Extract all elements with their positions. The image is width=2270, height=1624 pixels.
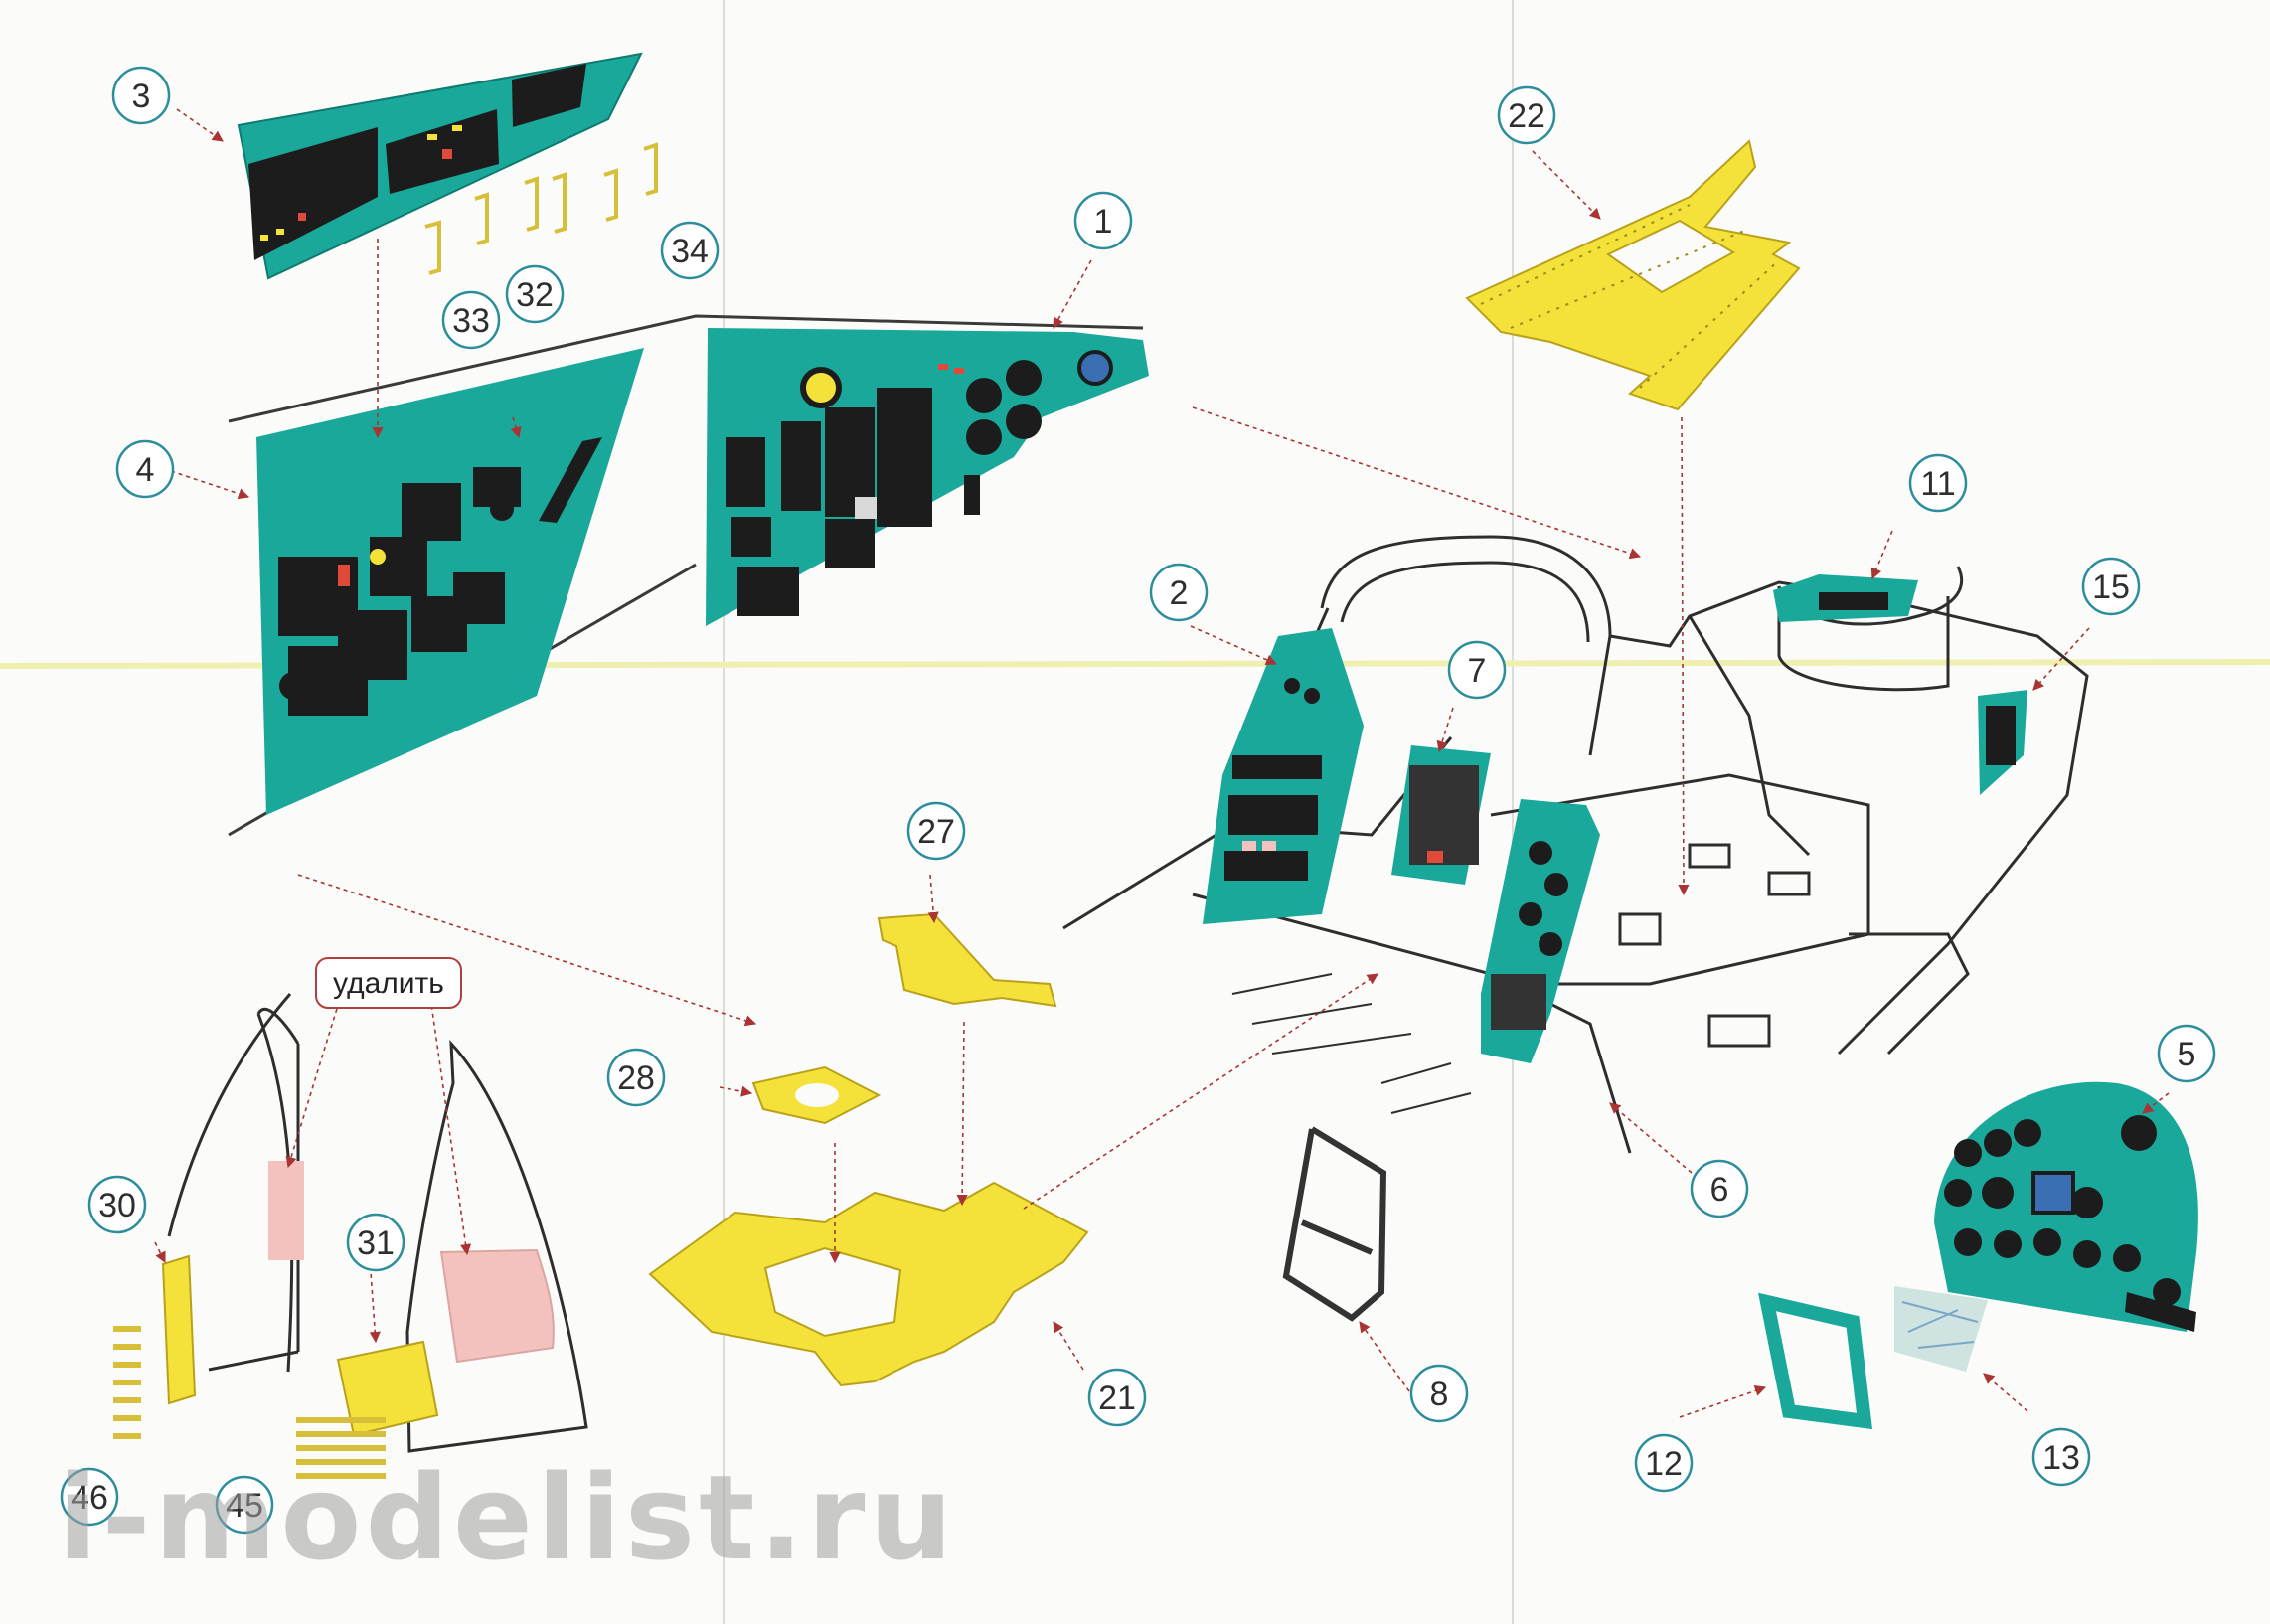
callout-number: 12: [1645, 1445, 1683, 1483]
part-21-floor: [648, 1181, 1089, 1387]
callout-33: 33: [441, 290, 501, 350]
part-8-frame: [1282, 1126, 1387, 1322]
callout-number: 3: [132, 78, 151, 115]
callout-ring: [1087, 1368, 1147, 1427]
part-13-map: [1894, 1286, 1988, 1372]
callout-27: 27: [906, 801, 966, 861]
part-27-bracket: [877, 912, 1057, 1008]
parts-32-33-34-brackets: [424, 142, 658, 275]
callout-ring: [215, 1475, 274, 1535]
callout-ring: [87, 1175, 147, 1234]
callout-ring: [2157, 1024, 2216, 1083]
callout-number: 28: [617, 1059, 655, 1097]
callout-number: 46: [71, 1479, 108, 1517]
callout-ring: [441, 290, 501, 350]
callout-5: 5: [2157, 1024, 2216, 1083]
callout-45: 45: [215, 1475, 274, 1535]
part-12-frame: [1758, 1292, 1873, 1430]
part-22-floor-plate: [1465, 139, 1801, 411]
callout-ring: [1690, 1159, 1749, 1218]
callout-number: 33: [452, 302, 490, 340]
callout-number: 6: [1710, 1171, 1729, 1209]
part-15-side-panel: [1978, 690, 2027, 795]
callout-ring: [115, 439, 175, 499]
callout-ring: [1073, 191, 1133, 250]
callout-ring: [505, 264, 565, 324]
callout-2: 2: [1149, 563, 1209, 622]
callout-46: 46: [60, 1467, 119, 1527]
callout-number: 4: [136, 451, 155, 489]
remove-label-box: удалить: [315, 957, 462, 1009]
callout-number: 13: [2042, 1439, 2080, 1477]
callout-ring: [1908, 453, 1968, 513]
part-3-upper-console: [237, 52, 643, 280]
callout-number: 5: [2178, 1036, 2196, 1073]
part-5-instrument-panel: [1934, 1081, 2198, 1332]
part-7-center-panel: [1391, 745, 1491, 885]
part-30-side-wall: [161, 993, 304, 1405]
callout-number: 27: [917, 813, 955, 851]
callout-number: 8: [1430, 1376, 1449, 1413]
callout-28: 28: [606, 1048, 666, 1107]
callout-ring: [606, 1048, 666, 1107]
callout-ring: [346, 1213, 405, 1272]
callout-number: 1: [1094, 203, 1113, 241]
callout-12: 12: [1634, 1433, 1694, 1493]
part-2-left-console: [1203, 628, 1364, 924]
callout-32: 32: [505, 264, 565, 324]
callout-31: 31: [346, 1213, 405, 1272]
callout-11: 11: [1908, 453, 1968, 513]
callout-number: 22: [1508, 97, 1545, 135]
callout-ring: [60, 1467, 119, 1527]
callout-13: 13: [2031, 1427, 2091, 1487]
watermark: i-modelist.ru: [58, 1449, 957, 1586]
remove-label: удалить: [333, 967, 444, 1000]
part-31-side-wall: [336, 1040, 588, 1453]
callout-ring: [2031, 1427, 2091, 1487]
callout-ring: [111, 66, 171, 125]
callout-6: 6: [1690, 1159, 1749, 1218]
callout-ring: [1149, 563, 1209, 622]
callout-ring: [660, 221, 720, 280]
leader-arrows: [154, 108, 2170, 1418]
callout-ring: [1634, 1433, 1694, 1493]
callout-4: 4: [115, 439, 175, 499]
callout-number: 11: [1920, 465, 1955, 503]
part-11-top-panel: [1773, 574, 1918, 622]
callout-8: 8: [1409, 1364, 1469, 1423]
parts-45-46-strips: [113, 1326, 386, 1479]
callout-21: 21: [1087, 1368, 1147, 1427]
callout-number: 21: [1098, 1380, 1136, 1417]
callout-3: 3: [111, 66, 171, 125]
callout-22: 22: [1497, 85, 1556, 145]
callout-number: 32: [516, 276, 554, 314]
part-4-left-panel: [228, 314, 1144, 837]
callout-7: 7: [1447, 640, 1507, 700]
callout-number: 31: [357, 1224, 395, 1262]
callout-number: 30: [98, 1187, 136, 1224]
callout-ring: [1497, 85, 1556, 145]
callout-number: 7: [1468, 652, 1487, 690]
callout-ring: [2081, 557, 2141, 616]
part-1-main-panel: [706, 328, 1149, 626]
callout-34: 34: [660, 221, 720, 280]
callout-number: 15: [2092, 568, 2130, 606]
part-6-right-console: [1481, 799, 1600, 1063]
callout-ring: [906, 801, 966, 861]
callout-number: 34: [671, 233, 709, 270]
callout-number: 45: [226, 1487, 263, 1525]
callout-ring: [1409, 1364, 1469, 1423]
callout-number: 2: [1170, 574, 1189, 612]
callout-ring: [1447, 640, 1507, 700]
callout-1: 1: [1073, 191, 1133, 250]
callout-15: 15: [2081, 557, 2141, 616]
callout-30: 30: [87, 1175, 147, 1234]
part-28-plate: [751, 1065, 882, 1125]
